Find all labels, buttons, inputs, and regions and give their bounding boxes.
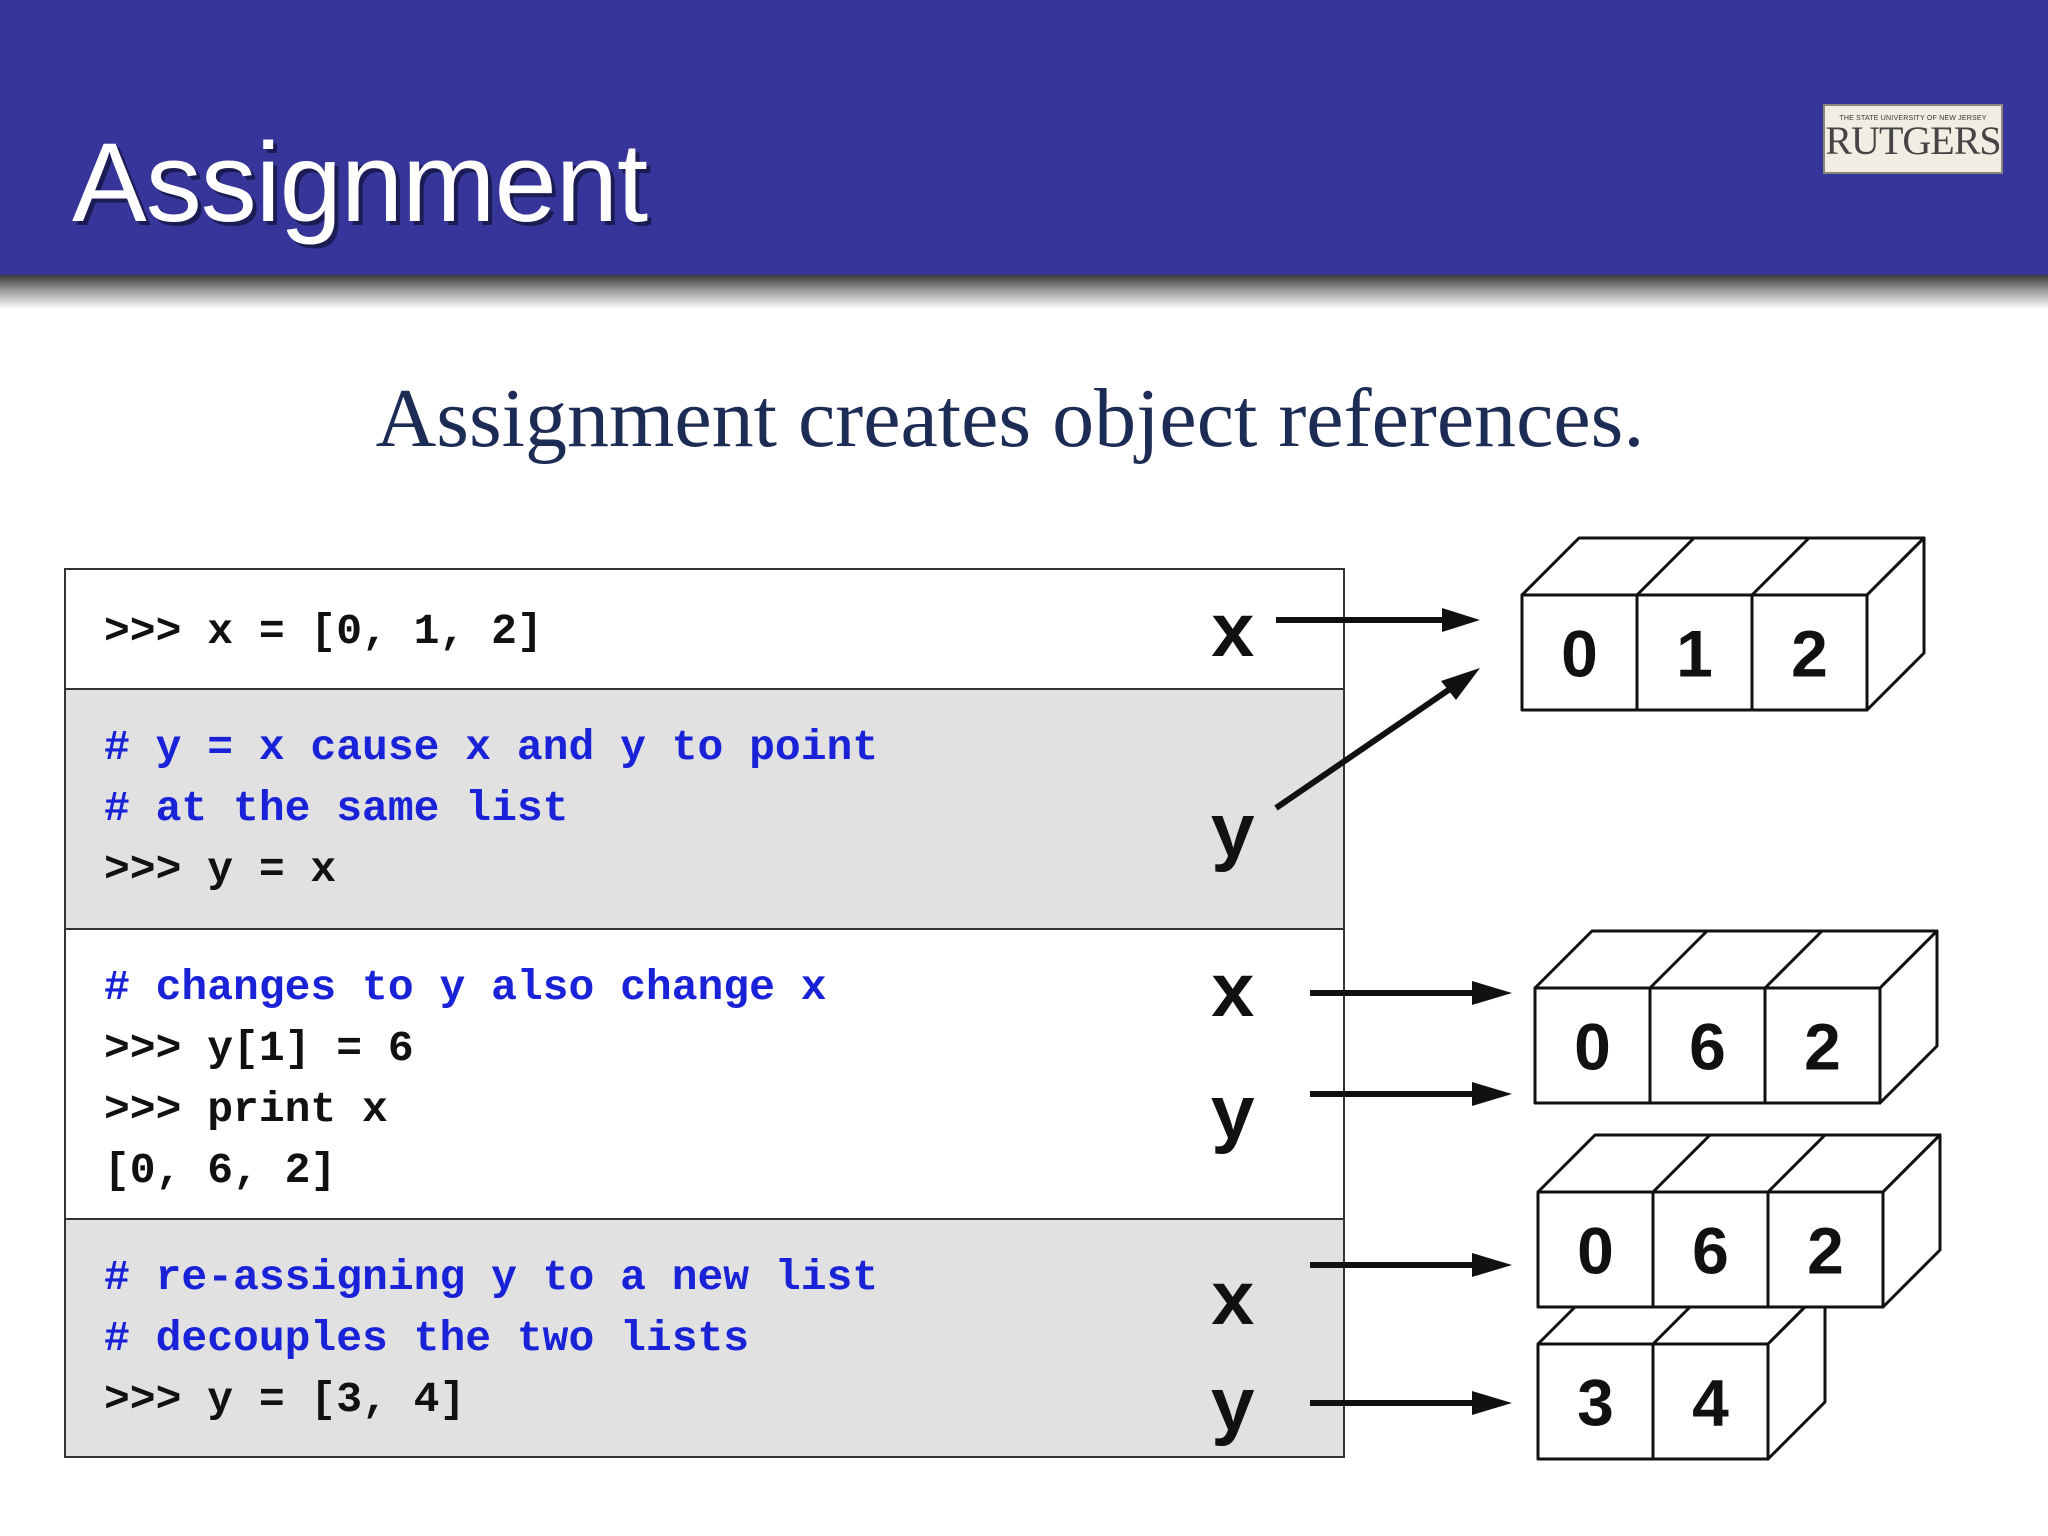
variable-label-x: x	[1210, 1261, 1256, 1347]
variable-label-x: x	[1210, 593, 1256, 679]
list-value: 0	[1574, 1010, 1611, 1084]
code-row: >>> x = [0, 1, 2] x	[66, 570, 1343, 688]
list-value: 2	[1807, 1214, 1844, 1288]
list-cell: 6	[1648, 986, 1767, 1105]
logo-wordmark: RUTGERS	[1825, 118, 2001, 163]
code-row: # changes to y also change x >>> y[1] = …	[66, 928, 1343, 1218]
logo-tagline: THE STATE UNIVERSITY OF NEW JERSEY	[1839, 115, 1987, 122]
list-value: 2	[1804, 1010, 1841, 1084]
reference-arrow	[1310, 1253, 1512, 1277]
slide-subtitle: Assignment creates object references.	[375, 372, 1645, 465]
list-cell: 4	[1651, 1342, 1770, 1461]
list-cell: 0	[1533, 986, 1652, 1105]
variable-label-x: x	[1210, 953, 1256, 1039]
comment-line: # at the same list	[104, 784, 569, 833]
slide-title: Assignment	[72, 120, 648, 245]
title-banner: Assignment THE STATE UNIVERSITY OF NEW J…	[0, 0, 2048, 275]
reference-arrow	[1276, 608, 1480, 632]
list-cell: 3	[1536, 1342, 1655, 1461]
list-value: 3	[1577, 1366, 1614, 1440]
code-row: # re-assigning y to a new list # decoupl…	[66, 1218, 1343, 1456]
list-value: 0	[1561, 617, 1598, 691]
comment-line: # changes to y also change x	[104, 963, 827, 1012]
list-value: 0	[1577, 1214, 1614, 1288]
code-line: >>> y[1] = 6	[104, 1024, 414, 1073]
list-value: 2	[1791, 617, 1828, 691]
list-cell: 1	[1635, 593, 1754, 712]
variable-label-y: y	[1210, 1075, 1256, 1161]
rutgers-logo: THE STATE UNIVERSITY OF NEW JERSEY RUTGE…	[1823, 104, 2003, 174]
banner-shadow	[0, 275, 2048, 309]
code-table: >>> x = [0, 1, 2] x # y = x cause x and …	[64, 568, 1345, 1458]
reference-arrow	[1310, 981, 1512, 1005]
reference-arrow	[1310, 1082, 1512, 1106]
list-object: 0 6 2	[1536, 1133, 1942, 1309]
list-object: 0 6 2	[1533, 929, 1939, 1105]
list-cell: 2	[1750, 593, 1869, 712]
reference-arrow	[1274, 668, 1480, 811]
list-cell: 2	[1763, 986, 1882, 1105]
variable-label-y: y	[1210, 1367, 1256, 1453]
list-cell: 0	[1520, 593, 1639, 712]
list-object: 0 1 2	[1520, 536, 1926, 712]
code-line: >>> y = [3, 4]	[104, 1375, 466, 1424]
list-cell: 0	[1536, 1190, 1655, 1309]
code-line: >>> y = x	[104, 845, 337, 894]
comment-line: # re-assigning y to a new list	[104, 1253, 879, 1302]
code-line: >>> x = [0, 1, 2]	[104, 607, 543, 656]
list-value: 4	[1692, 1366, 1729, 1440]
list-value: 6	[1692, 1214, 1729, 1288]
list-value: 6	[1689, 1010, 1726, 1084]
comment-line: # decouples the two lists	[104, 1314, 750, 1363]
list-cell: 6	[1651, 1190, 1770, 1309]
comment-line: # y = x cause x and y to point	[104, 723, 879, 772]
list-cell: 2	[1766, 1190, 1885, 1309]
reference-arrow	[1310, 1391, 1512, 1415]
output-line: [0, 6, 2]	[104, 1146, 337, 1195]
code-line: >>> print x	[104, 1085, 388, 1134]
list-value: 1	[1676, 617, 1713, 691]
variable-label-y: y	[1210, 793, 1256, 879]
code-row: # y = x cause x and y to point # at the …	[66, 688, 1343, 928]
